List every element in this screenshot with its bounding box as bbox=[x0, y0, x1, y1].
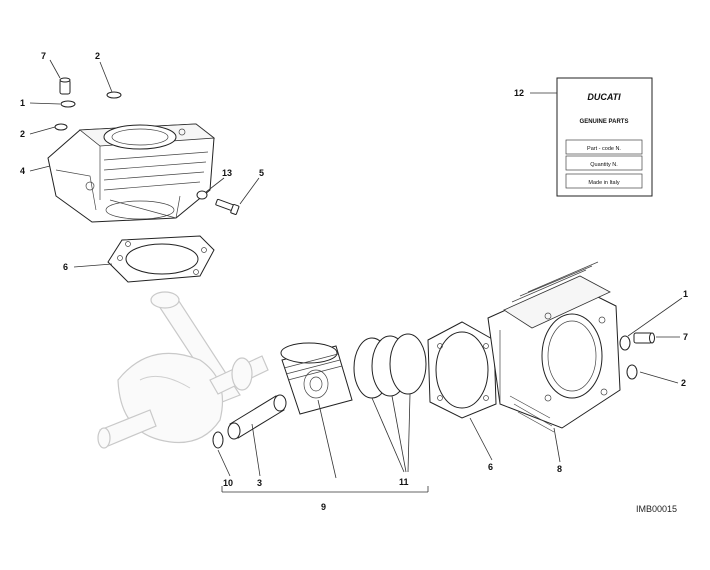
card-heading: GENUINE PARTS bbox=[580, 119, 629, 125]
o-ring-right-1 bbox=[619, 335, 631, 351]
callout-2-top: 2 bbox=[95, 51, 100, 61]
piston-rings-11 bbox=[353, 333, 427, 399]
crankshaft-ghost bbox=[97, 291, 269, 449]
cylinder-top bbox=[47, 123, 216, 223]
callout-7-top: 7 bbox=[41, 51, 46, 61]
card-row-quantity: Quantity N. bbox=[590, 162, 618, 168]
piston-pin-3 bbox=[227, 394, 287, 440]
washer-13 bbox=[196, 190, 208, 200]
genuine-parts-card: DUCATI GENUINE PARTS Part - code N. Quan… bbox=[530, 77, 653, 197]
callout-13: 13 bbox=[222, 168, 232, 178]
circlip-10 bbox=[212, 431, 224, 449]
top-cylinder-assembly bbox=[29, 59, 260, 283]
card-row-origin: Made in Italy bbox=[588, 180, 619, 186]
piston bbox=[280, 342, 353, 415]
o-ring-right-2 bbox=[626, 364, 638, 380]
drawing-code: IMB00015 bbox=[636, 504, 677, 514]
callout-2-left: 2 bbox=[20, 129, 25, 139]
callout-3: 3 bbox=[257, 478, 262, 488]
dowel-pin-right bbox=[633, 332, 655, 344]
cylinder-right bbox=[487, 261, 621, 463]
o-ring-left bbox=[54, 123, 68, 131]
screw-5 bbox=[215, 198, 240, 215]
callout-6-bottom: 6 bbox=[488, 462, 493, 472]
callout-7-right: 7 bbox=[683, 332, 688, 342]
card-row-part-code: Part - code N. bbox=[587, 146, 621, 152]
card-brand: DUCATI bbox=[587, 92, 621, 102]
callout-1-top: 1 bbox=[20, 98, 25, 108]
callout-10: 10 bbox=[223, 478, 233, 488]
piston-assembly bbox=[212, 321, 497, 493]
base-gasket-top bbox=[107, 235, 215, 283]
o-ring-upper bbox=[106, 91, 122, 99]
head-gasket bbox=[427, 321, 497, 419]
callout-12: 12 bbox=[514, 88, 524, 98]
callout-1-right: 1 bbox=[683, 289, 688, 299]
o-ring-top bbox=[60, 100, 76, 108]
callout-5: 5 bbox=[259, 168, 264, 178]
callout-6-top: 6 bbox=[63, 262, 68, 272]
callout-8: 8 bbox=[557, 464, 562, 474]
callout-9: 9 bbox=[321, 502, 326, 512]
callout-11: 11 bbox=[399, 477, 409, 487]
dowel-pin-top bbox=[59, 77, 71, 95]
callout-4: 4 bbox=[20, 166, 25, 176]
callout-2-right: 2 bbox=[681, 378, 686, 388]
